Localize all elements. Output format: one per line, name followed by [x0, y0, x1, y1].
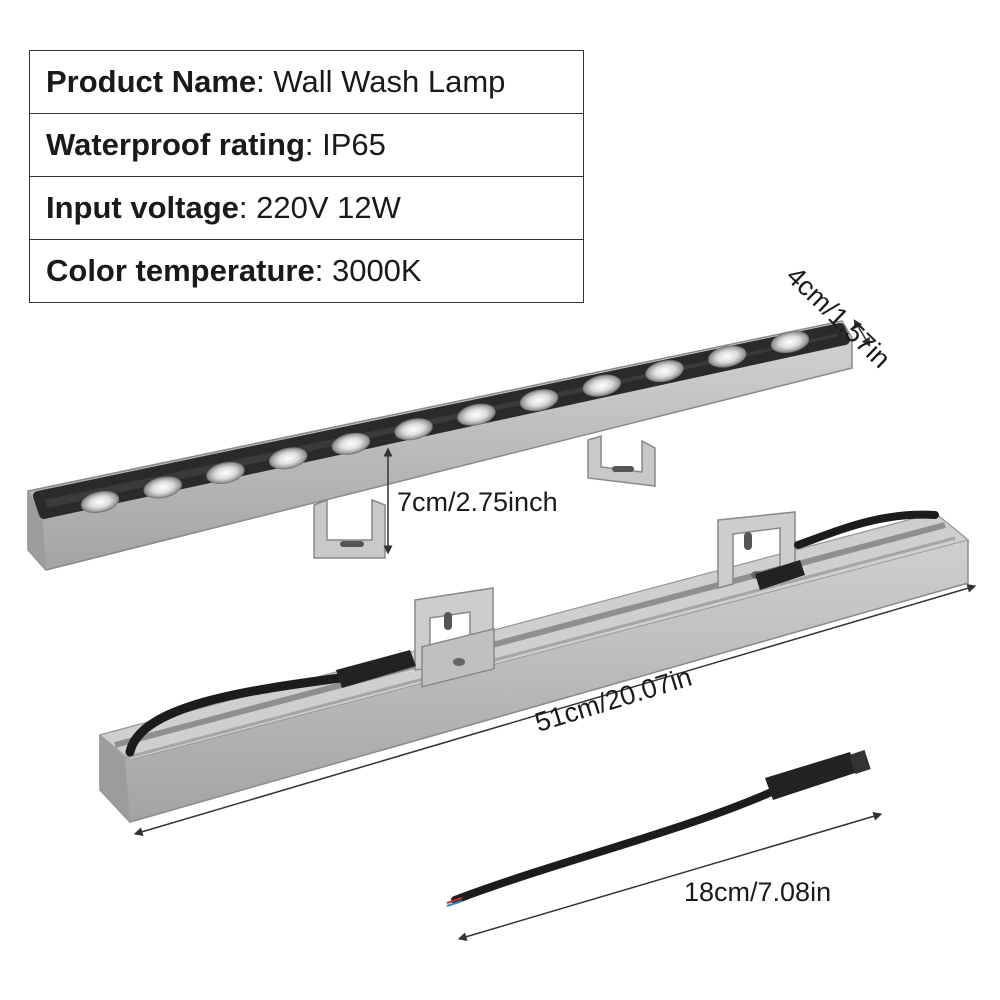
mounting-bracket-left [313, 498, 386, 559]
spec-value: : IP65 [304, 127, 386, 162]
spec-label: Input voltage [46, 190, 239, 225]
mounting-bracket-back-left [414, 587, 495, 688]
led-bead [645, 360, 684, 383]
spec-row-product-name: Product Name: Wall Wash Lamp [29, 50, 584, 114]
led-bead [331, 432, 371, 455]
end-cap-right [100, 735, 130, 822]
led-bead [457, 403, 496, 426]
led-bead [519, 389, 559, 412]
spec-row-color-temp: Color temperature: 3000K [29, 239, 584, 303]
spec-row-voltage: Input voltage: 220V 12W [29, 176, 584, 240]
connector-right [755, 560, 805, 590]
spec-value: : 220V 12W [238, 190, 401, 225]
spec-table: Product Name: Wall Wash Lamp Waterproof … [29, 50, 584, 303]
front-lamp [27, 320, 853, 571]
led-bead [80, 490, 120, 514]
spec-label: Product Name [46, 64, 257, 99]
led-bead [206, 461, 245, 484]
led-beads [80, 330, 810, 514]
dimension-height-label: 7cm/2.75inch [397, 487, 558, 517]
spec-label: Waterproof rating [46, 127, 305, 162]
dim-line-cable [457, 811, 883, 942]
cable-connector [765, 752, 858, 800]
spec-value: : 3000K [314, 253, 422, 288]
dimension-cable-label: 18cm/7.08in [684, 877, 832, 907]
led-bead [268, 447, 308, 470]
led-bead [143, 476, 182, 499]
end-cap-left [28, 491, 46, 570]
dim-line-width [853, 319, 871, 347]
dimension-lines [133, 319, 977, 942]
dim-line-length [133, 583, 977, 837]
led-bead [708, 345, 747, 368]
spec-label: Color temperature [46, 253, 315, 288]
led-bead [770, 330, 810, 354]
mounting-bracket-right [587, 434, 656, 487]
spec-value: : Wall Wash Lamp [256, 64, 506, 99]
power-cable-right [794, 510, 939, 549]
led-bead [582, 374, 622, 397]
led-bead [394, 418, 433, 441]
